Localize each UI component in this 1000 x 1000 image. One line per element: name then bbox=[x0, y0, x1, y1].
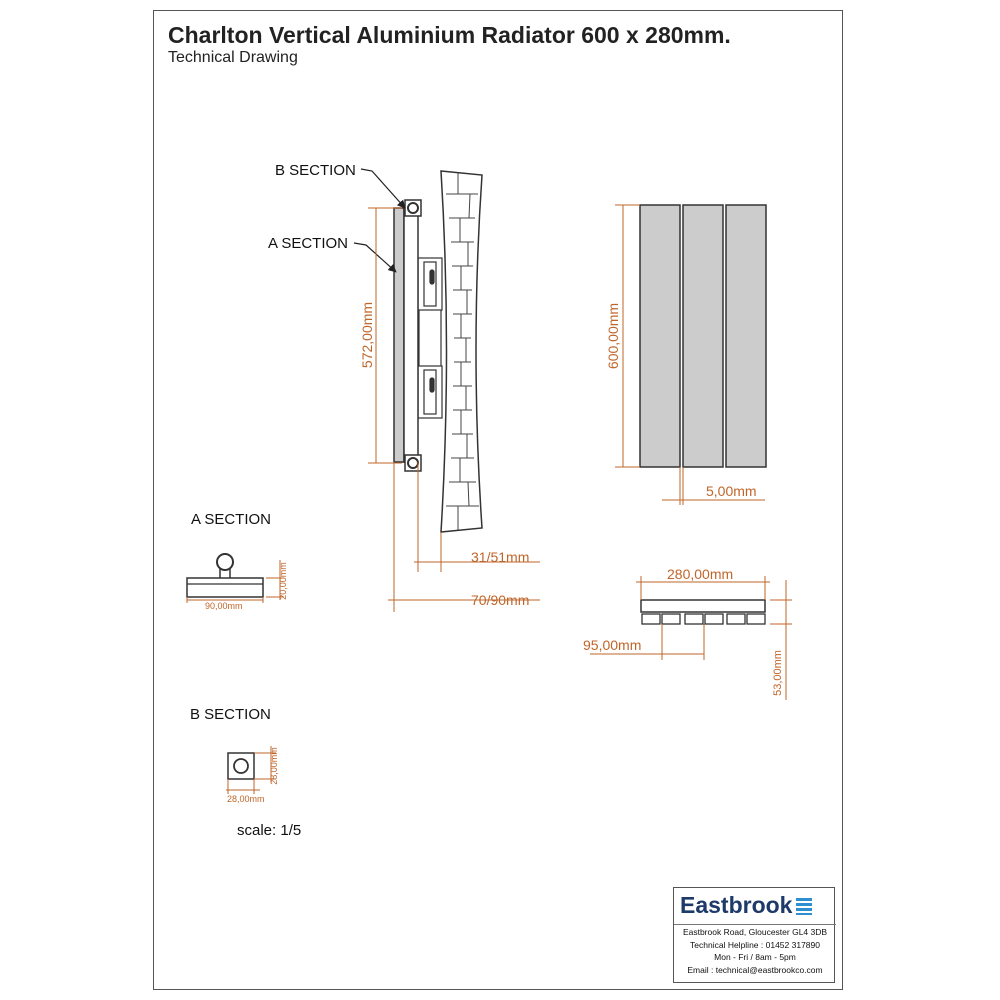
front-dimension-lines bbox=[615, 204, 765, 505]
top-view: 280,00mm 95,00mm 53,00mm bbox=[583, 566, 792, 700]
company-hours: Mon - Fri / 8am - 5pm bbox=[714, 952, 796, 962]
b-section-height-label: 28,00mm bbox=[269, 747, 279, 785]
company-contact: Eastbrook Road, Gloucester GL4 3DB Techn… bbox=[674, 924, 836, 976]
gap-5-label: 5,00mm bbox=[706, 483, 757, 499]
b-section-leader bbox=[360, 168, 406, 209]
front-view: 600,00mm 5,00mm bbox=[605, 204, 767, 505]
height-572-label: 572,00mm bbox=[359, 302, 375, 368]
height-600-label: 600,00mm bbox=[605, 303, 621, 369]
radiator-body bbox=[403, 207, 419, 463]
b-section-detail: B SECTION 28,00mm 28,00mm bbox=[190, 706, 279, 804]
a-section-height-label: 20,00mm bbox=[278, 562, 288, 600]
side-dimension-lines bbox=[368, 207, 540, 612]
side-view: B SECTION A SECTION 572,00mm 31/51mm 70/… bbox=[268, 162, 540, 612]
company-name: Eastbrook bbox=[680, 892, 793, 918]
company-email: Email : technical@eastbrookco.com bbox=[687, 964, 823, 975]
spacing-95-label: 95,00mm bbox=[583, 637, 641, 653]
a-section-width-label: 90,00mm bbox=[205, 601, 243, 611]
company-logo: Eastbrook bbox=[680, 892, 813, 919]
b-section-width-label: 28,00mm bbox=[227, 794, 265, 804]
a-section-callout: A SECTION bbox=[268, 235, 348, 252]
waves-icon bbox=[796, 897, 813, 915]
top-dimension-lines bbox=[590, 576, 792, 700]
company-helpline: Technical Helpline : 01452 317890 bbox=[690, 939, 820, 950]
drawing-title: Charlton Vertical Aluminium Radiator 600… bbox=[168, 22, 731, 48]
b-section-callout: B SECTION bbox=[275, 162, 356, 179]
drawing-subtitle: Technical Drawing bbox=[168, 49, 298, 66]
radiator-front-panel bbox=[393, 207, 405, 463]
company-address: Eastbrook Road, Gloucester GL4 3DB bbox=[682, 927, 828, 937]
wall-bracket bbox=[417, 257, 443, 419]
header-pipe-bottom bbox=[404, 454, 422, 472]
radiator-column bbox=[682, 204, 724, 468]
a-section-detail: A SECTION 90,00mm 20,00mm bbox=[186, 511, 288, 611]
a-section-leader bbox=[353, 242, 397, 273]
company-info-box: Eastbrook Eastbrook Road, Gloucester GL4… bbox=[673, 887, 836, 983]
a-section-heading: A SECTION bbox=[191, 511, 271, 528]
depth-53-label: 53,00mm bbox=[772, 650, 784, 696]
b-section-heading: B SECTION bbox=[190, 706, 271, 723]
bracket-31-51-label: 31/51mm bbox=[471, 549, 529, 565]
radiator-column bbox=[725, 204, 767, 468]
depth-70-90-label: 70/90mm bbox=[471, 592, 529, 608]
width-280-label: 280,00mm bbox=[667, 566, 733, 582]
scale-label: scale: 1/5 bbox=[237, 822, 302, 839]
brick-wall bbox=[440, 170, 483, 533]
header-pipe-top bbox=[404, 199, 422, 217]
radiator-column bbox=[639, 204, 681, 468]
